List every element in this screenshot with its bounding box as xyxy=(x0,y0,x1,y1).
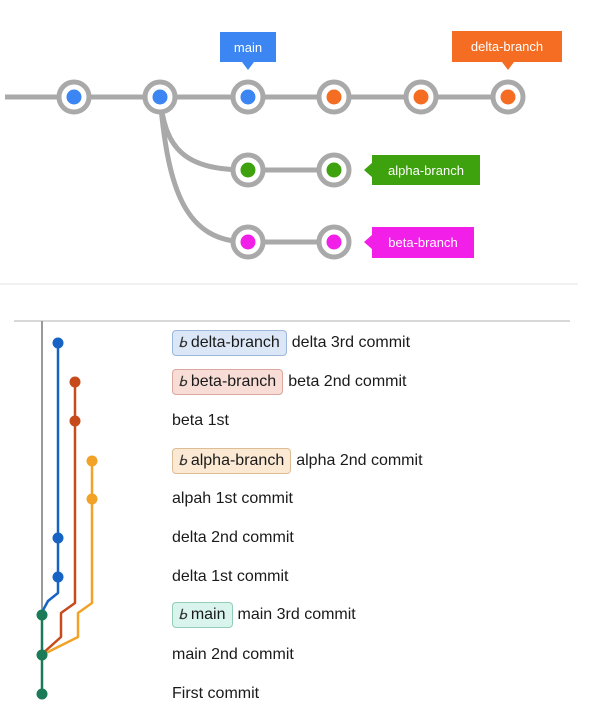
ref-chip-label: alpha-branch xyxy=(190,452,285,469)
dot-delta-3 xyxy=(52,337,64,349)
branch-icon: ᖯ xyxy=(178,374,187,390)
commit-history: ᖯ delta-branch delta 3rd commit ᖯ beta-b… xyxy=(0,305,600,719)
history-row[interactable]: ᖯ alpha-branch alpha 2nd commit xyxy=(172,447,423,475)
commit-node[interactable] xyxy=(230,224,266,260)
history-row[interactable]: First commit xyxy=(172,680,259,708)
history-lane-graph xyxy=(36,321,98,700)
history-row[interactable]: main 2nd commit xyxy=(172,641,294,669)
commit-message: main 2nd commit xyxy=(172,646,294,663)
commit-node[interactable] xyxy=(316,79,352,115)
tag-alpha-branch[interactable]: alpha-branch xyxy=(364,155,480,185)
commit-nodes xyxy=(56,79,526,260)
history-row[interactable]: delta 1st commit xyxy=(172,563,288,591)
dot-beta-2 xyxy=(69,376,81,388)
lane-alpha xyxy=(41,461,94,657)
commit-message: delta 3rd commit xyxy=(291,334,411,351)
commit-node[interactable] xyxy=(142,79,178,115)
ref-chip-alpha-branch[interactable]: ᖯ alpha-branch xyxy=(172,448,292,474)
tag-main[interactable]: main xyxy=(220,32,276,70)
tag-beta-label: beta-branch xyxy=(388,235,457,250)
commit-message: alpha 2nd commit xyxy=(296,452,423,469)
commit-message: delta 1st commit xyxy=(172,568,289,585)
ref-chip-label: delta-branch xyxy=(190,334,280,351)
commit-node[interactable] xyxy=(230,79,266,115)
dot-main-3 xyxy=(36,609,48,621)
history-row[interactable]: ᖯ delta-branch delta 3rd commit xyxy=(172,329,410,357)
dot-main-2 xyxy=(36,649,48,661)
dot-delta-1 xyxy=(52,571,64,583)
commit-message: main 3rd commit xyxy=(237,606,356,623)
commit-node[interactable] xyxy=(403,79,439,115)
commit-graph: main delta-branch alpha-branch beta-bran… xyxy=(0,31,578,285)
tag-main-label: main xyxy=(234,40,262,55)
history-top-rule xyxy=(14,320,570,322)
history-row[interactable]: beta 1st xyxy=(172,407,229,435)
commit-message: First commit xyxy=(172,685,260,702)
tag-beta-branch[interactable]: beta-branch xyxy=(364,227,474,258)
history-row[interactable]: ᖯ beta-branch beta 2nd commit xyxy=(172,368,406,396)
commit-message: beta 2nd commit xyxy=(288,373,407,390)
history-row[interactable]: alpah 1st commit xyxy=(172,485,293,513)
dot-alpha-2 xyxy=(86,455,98,467)
ref-chip-delta-branch[interactable]: ᖯ delta-branch xyxy=(172,330,287,356)
tag-delta-branch[interactable]: delta-branch xyxy=(452,31,562,70)
branch-icon: ᖯ xyxy=(178,453,187,469)
dot-beta-1 xyxy=(69,415,81,427)
commit-node[interactable] xyxy=(490,79,526,115)
tag-delta-label: delta-branch xyxy=(471,39,543,54)
ref-chip-label: main xyxy=(190,606,226,623)
lane-delta xyxy=(40,343,60,613)
commit-message: beta 1st xyxy=(172,412,229,429)
beta-branch-curve xyxy=(157,96,249,245)
dot-alpha-1 xyxy=(86,493,98,505)
commit-message: alpah 1st commit xyxy=(172,490,293,507)
ref-chip-label: beta-branch xyxy=(190,373,277,390)
ref-chip-main[interactable]: ᖯ main xyxy=(172,602,233,628)
dot-main-1 xyxy=(36,688,48,700)
branch-icon: ᖯ xyxy=(178,607,187,623)
history-row[interactable]: delta 2nd commit xyxy=(172,524,294,552)
commit-node[interactable] xyxy=(316,152,352,188)
dot-delta-2 xyxy=(52,532,64,544)
commit-node[interactable] xyxy=(56,79,92,115)
ref-chip-beta-branch[interactable]: ᖯ beta-branch xyxy=(172,369,284,395)
branch-icon: ᖯ xyxy=(178,335,187,351)
commit-node[interactable] xyxy=(230,152,266,188)
commit-node[interactable] xyxy=(316,224,352,260)
commit-message: delta 2nd commit xyxy=(172,529,294,546)
history-row[interactable]: ᖯ main main 3rd commit xyxy=(172,601,356,629)
tag-alpha-label: alpha-branch xyxy=(388,163,464,178)
lane-beta xyxy=(41,382,77,655)
